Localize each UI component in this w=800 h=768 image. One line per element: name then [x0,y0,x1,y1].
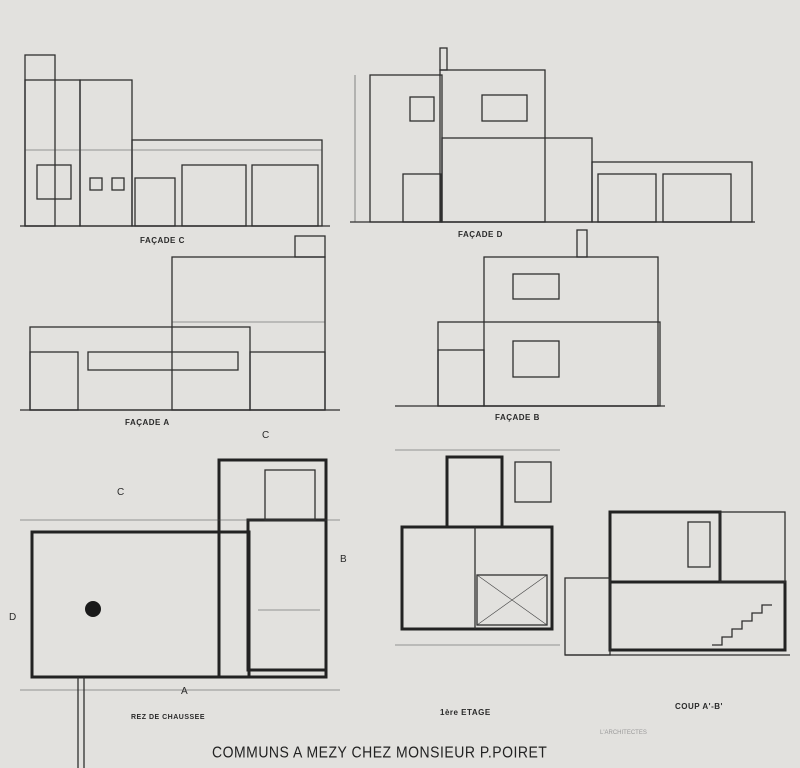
facade-b-label: FAÇADE B [495,413,540,422]
section-label: COUP A'-B' [675,702,723,711]
section-marker: C [117,487,125,498]
facade-b-drawing [395,229,665,407]
facade-a-label: FAÇADE A [125,418,170,427]
first-floor-plan [395,449,560,646]
facade-d-drawing [350,47,755,223]
first-floor-label: 1ère ETAGE [440,708,491,717]
facade-c-drawing [20,54,330,227]
facade-d-label: FAÇADE D [458,230,503,239]
ground-floor-plan [20,458,340,768]
drawing-title: COMMUNS A MEZY CHEZ MONSIEUR P.POIRET [212,743,548,761]
section-marker: D [9,612,17,623]
section-marker: B [340,554,347,565]
section-drawing [564,510,790,656]
section-marker: C [262,430,270,441]
facade-c-label: FAÇADE C [140,236,185,245]
ground-floor-label: REZ DE CHAUSSEE [131,714,206,721]
architect-stamp: L'ARCHITECTES [600,730,647,736]
facade-a-drawing [20,235,340,411]
section-marker: A [181,686,188,697]
